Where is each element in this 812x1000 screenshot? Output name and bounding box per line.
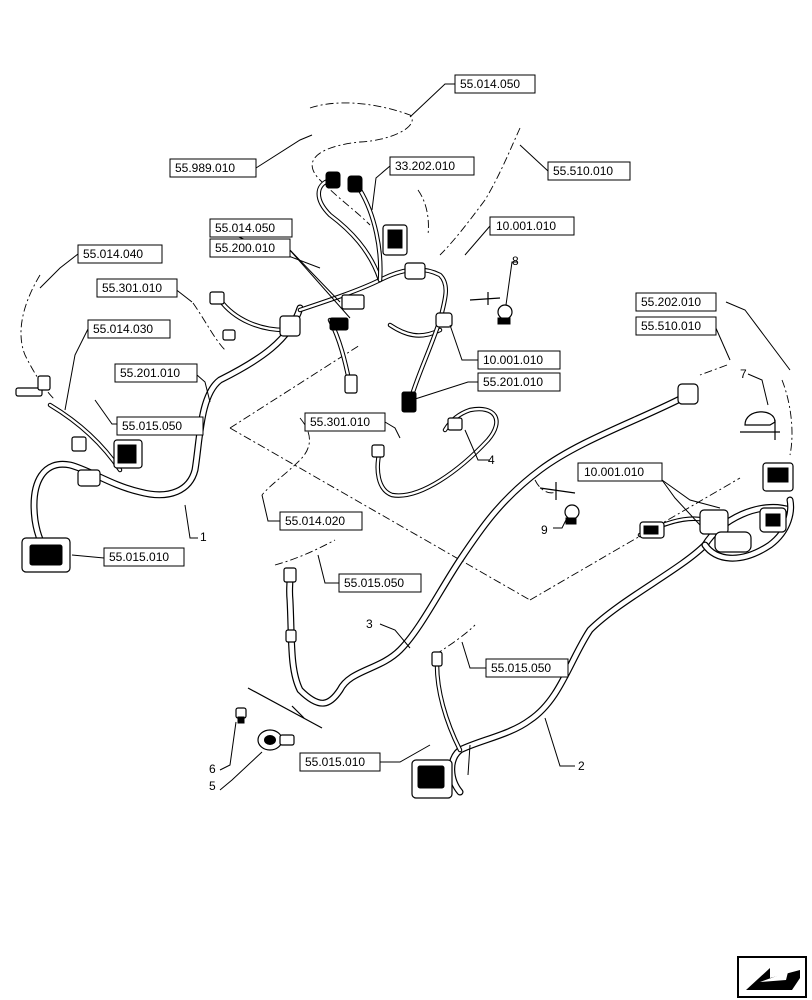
item-number-1: 1: [200, 530, 207, 544]
svg-text:55.200.010: 55.200.010: [215, 241, 275, 255]
ref-10-001-010-top[interactable]: 10.001.010: [489, 216, 575, 236]
ref-55-015-050-left[interactable]: 55.015.050: [116, 416, 204, 436]
ref-55-014-050-top[interactable]: 55.014.050: [454, 74, 536, 94]
svg-text:55.201.010: 55.201.010: [120, 366, 180, 380]
ref-55-015-010-left[interactable]: 55.015.010: [103, 547, 185, 567]
ref-10-001-010-mid[interactable]: 10.001.010: [477, 350, 561, 370]
ref-55-015-050-center[interactable]: 55.015.050: [338, 573, 422, 593]
ref-55-014-050-mid[interactable]: 55.014.050: [209, 218, 293, 238]
item-number-5: 5: [209, 779, 216, 793]
svg-text:55.202.010: 55.202.010: [641, 295, 701, 309]
item-number-labels: 1 2 3 4 5 6 7 8 9: [200, 254, 747, 793]
ref-55-510-010-right[interactable]: 55.510.010: [635, 316, 717, 336]
svg-text:55.015.050: 55.015.050: [344, 576, 404, 590]
main-harness-2: [434, 496, 795, 796]
ref-55-301-010-left[interactable]: 55.301.010: [96, 278, 178, 298]
ref-55-014-020[interactable]: 55.014.020: [279, 511, 363, 531]
svg-text:55.989.010: 55.989.010: [175, 161, 235, 175]
ref-55-015-050-right[interactable]: 55.015.050: [485, 658, 569, 678]
svg-text:10.001.010: 10.001.010: [584, 465, 644, 479]
svg-text:55.014.030: 55.014.030: [93, 322, 153, 336]
ref-55-201-010-left[interactable]: 55.201.010: [114, 363, 198, 383]
item-number-3: 3: [366, 617, 373, 631]
ref-55-200-010[interactable]: 55.200.010: [209, 238, 291, 258]
svg-text:55.510.010: 55.510.010: [553, 164, 613, 178]
cut-marks: [247, 292, 780, 729]
item-number-6: 6: [209, 762, 216, 776]
svg-text:55.014.020: 55.014.020: [285, 514, 345, 528]
svg-text:55.301.010: 55.301.010: [102, 281, 162, 295]
svg-text:55.301.010: 55.301.010: [310, 415, 370, 429]
ref-55-510-010-top[interactable]: 55.510.010: [547, 161, 631, 181]
ref-55-202-010[interactable]: 55.202.010: [635, 292, 717, 312]
harness-4: [375, 406, 499, 498]
next-page-arrow-icon[interactable]: [737, 956, 807, 998]
svg-text:55.201.010: 55.201.010: [483, 375, 543, 389]
item-number-2: 2: [578, 759, 585, 773]
svg-text:55.015.050: 55.015.050: [122, 419, 182, 433]
connector-parts: [15, 171, 794, 799]
svg-text:55.015.050: 55.015.050: [491, 661, 551, 675]
svg-text:55.510.010: 55.510.010: [641, 319, 701, 333]
item-number-7: 7: [740, 367, 747, 381]
svg-text:55.015.010: 55.015.010: [305, 755, 365, 769]
svg-text:10.001.010: 10.001.010: [483, 353, 543, 367]
svg-text:55.014.050: 55.014.050: [460, 77, 520, 91]
ref-10-001-010-right[interactable]: 10.001.010: [577, 462, 663, 482]
ref-55-014-030[interactable]: 55.014.030: [87, 319, 171, 339]
ref-33-202-010[interactable]: 33.202.010: [389, 156, 475, 176]
ref-55-989-010[interactable]: 55.989.010: [169, 158, 257, 178]
svg-text:55.015.010: 55.015.010: [109, 550, 169, 564]
ref-55-201-010-mid[interactable]: 55.201.010: [477, 372, 561, 392]
item-number-8: 8: [512, 254, 519, 268]
svg-text:10.001.010: 10.001.010: [496, 219, 556, 233]
svg-text:55.014.040: 55.014.040: [83, 247, 143, 261]
ref-55-301-010-mid[interactable]: 55.301.010: [304, 412, 386, 432]
ref-55-015-010-bottom[interactable]: 55.015.010: [299, 752, 381, 772]
svg-text:33.202.010: 33.202.010: [395, 159, 455, 173]
svg-text:55.014.050: 55.014.050: [215, 221, 275, 235]
ref-55-014-040[interactable]: 55.014.040: [77, 244, 163, 264]
item-number-9: 9: [541, 523, 548, 537]
item-number-4: 4: [488, 453, 495, 467]
reference-labels: 55.014.050 55.989.010 33.202.010 55.510.…: [77, 74, 717, 772]
leader-lines: [39, 83, 791, 791]
